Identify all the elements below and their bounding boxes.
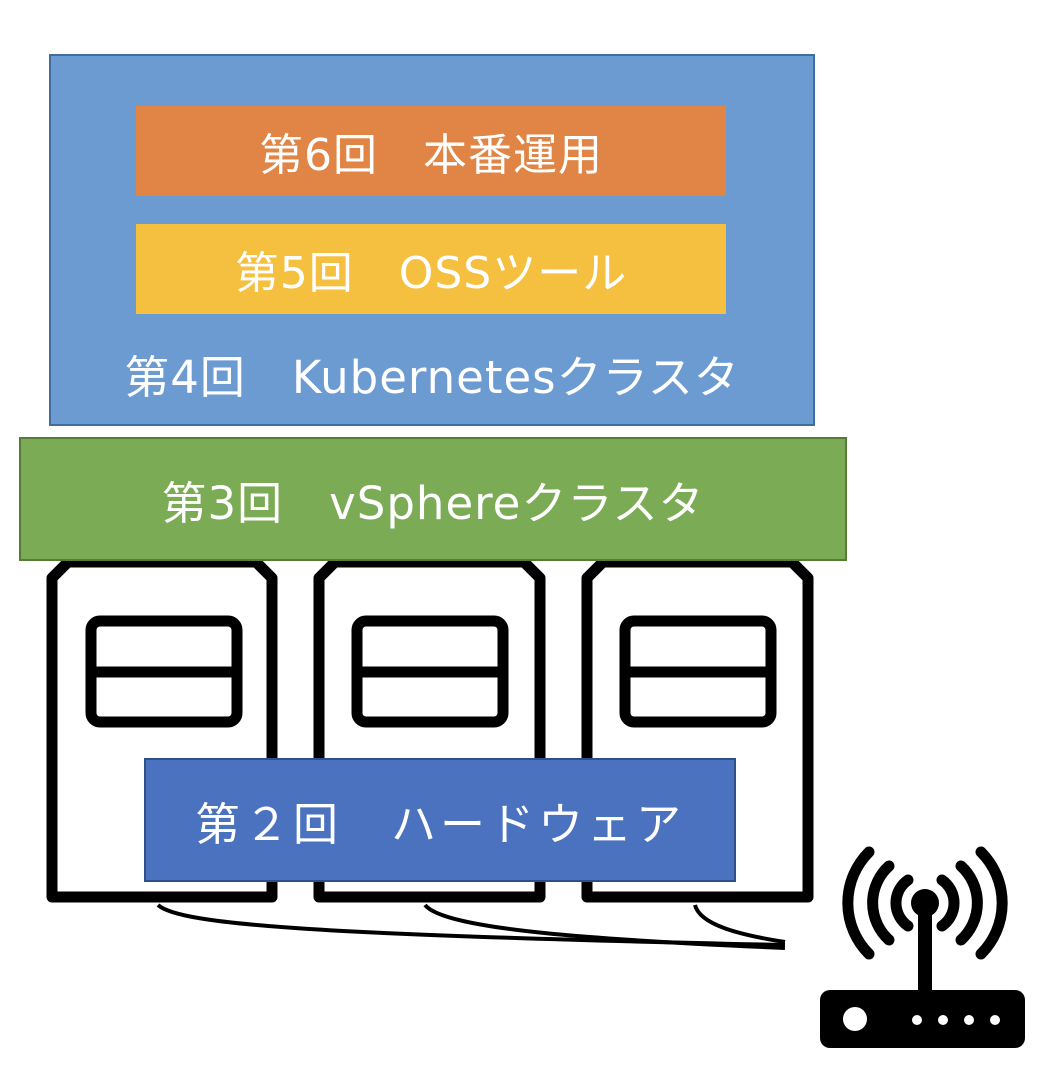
kubernetes-cluster-label: 第4回 Kubernetesクラスタ — [124, 351, 740, 404]
hardware-label: 第２回 ハードウェア — [194, 797, 685, 851]
network-cables — [156, 903, 786, 950]
wifi-router-icon — [820, 846, 1025, 1048]
oss-tools-layer: 第5回 OSSツール — [136, 224, 726, 314]
production-operation-layer: 第6回 本番運用 — [136, 106, 726, 196]
vsphere-cluster-layer: 第3回 vSphereクラスタ — [19, 437, 847, 561]
oss-tools-label: 第5回 OSSツール — [234, 248, 628, 299]
hardware-layer: 第２回 ハードウェア — [144, 758, 736, 882]
vsphere-cluster-label: 第3回 vSphereクラスタ — [161, 476, 705, 530]
production-operation-label: 第6回 本番運用 — [259, 130, 603, 181]
